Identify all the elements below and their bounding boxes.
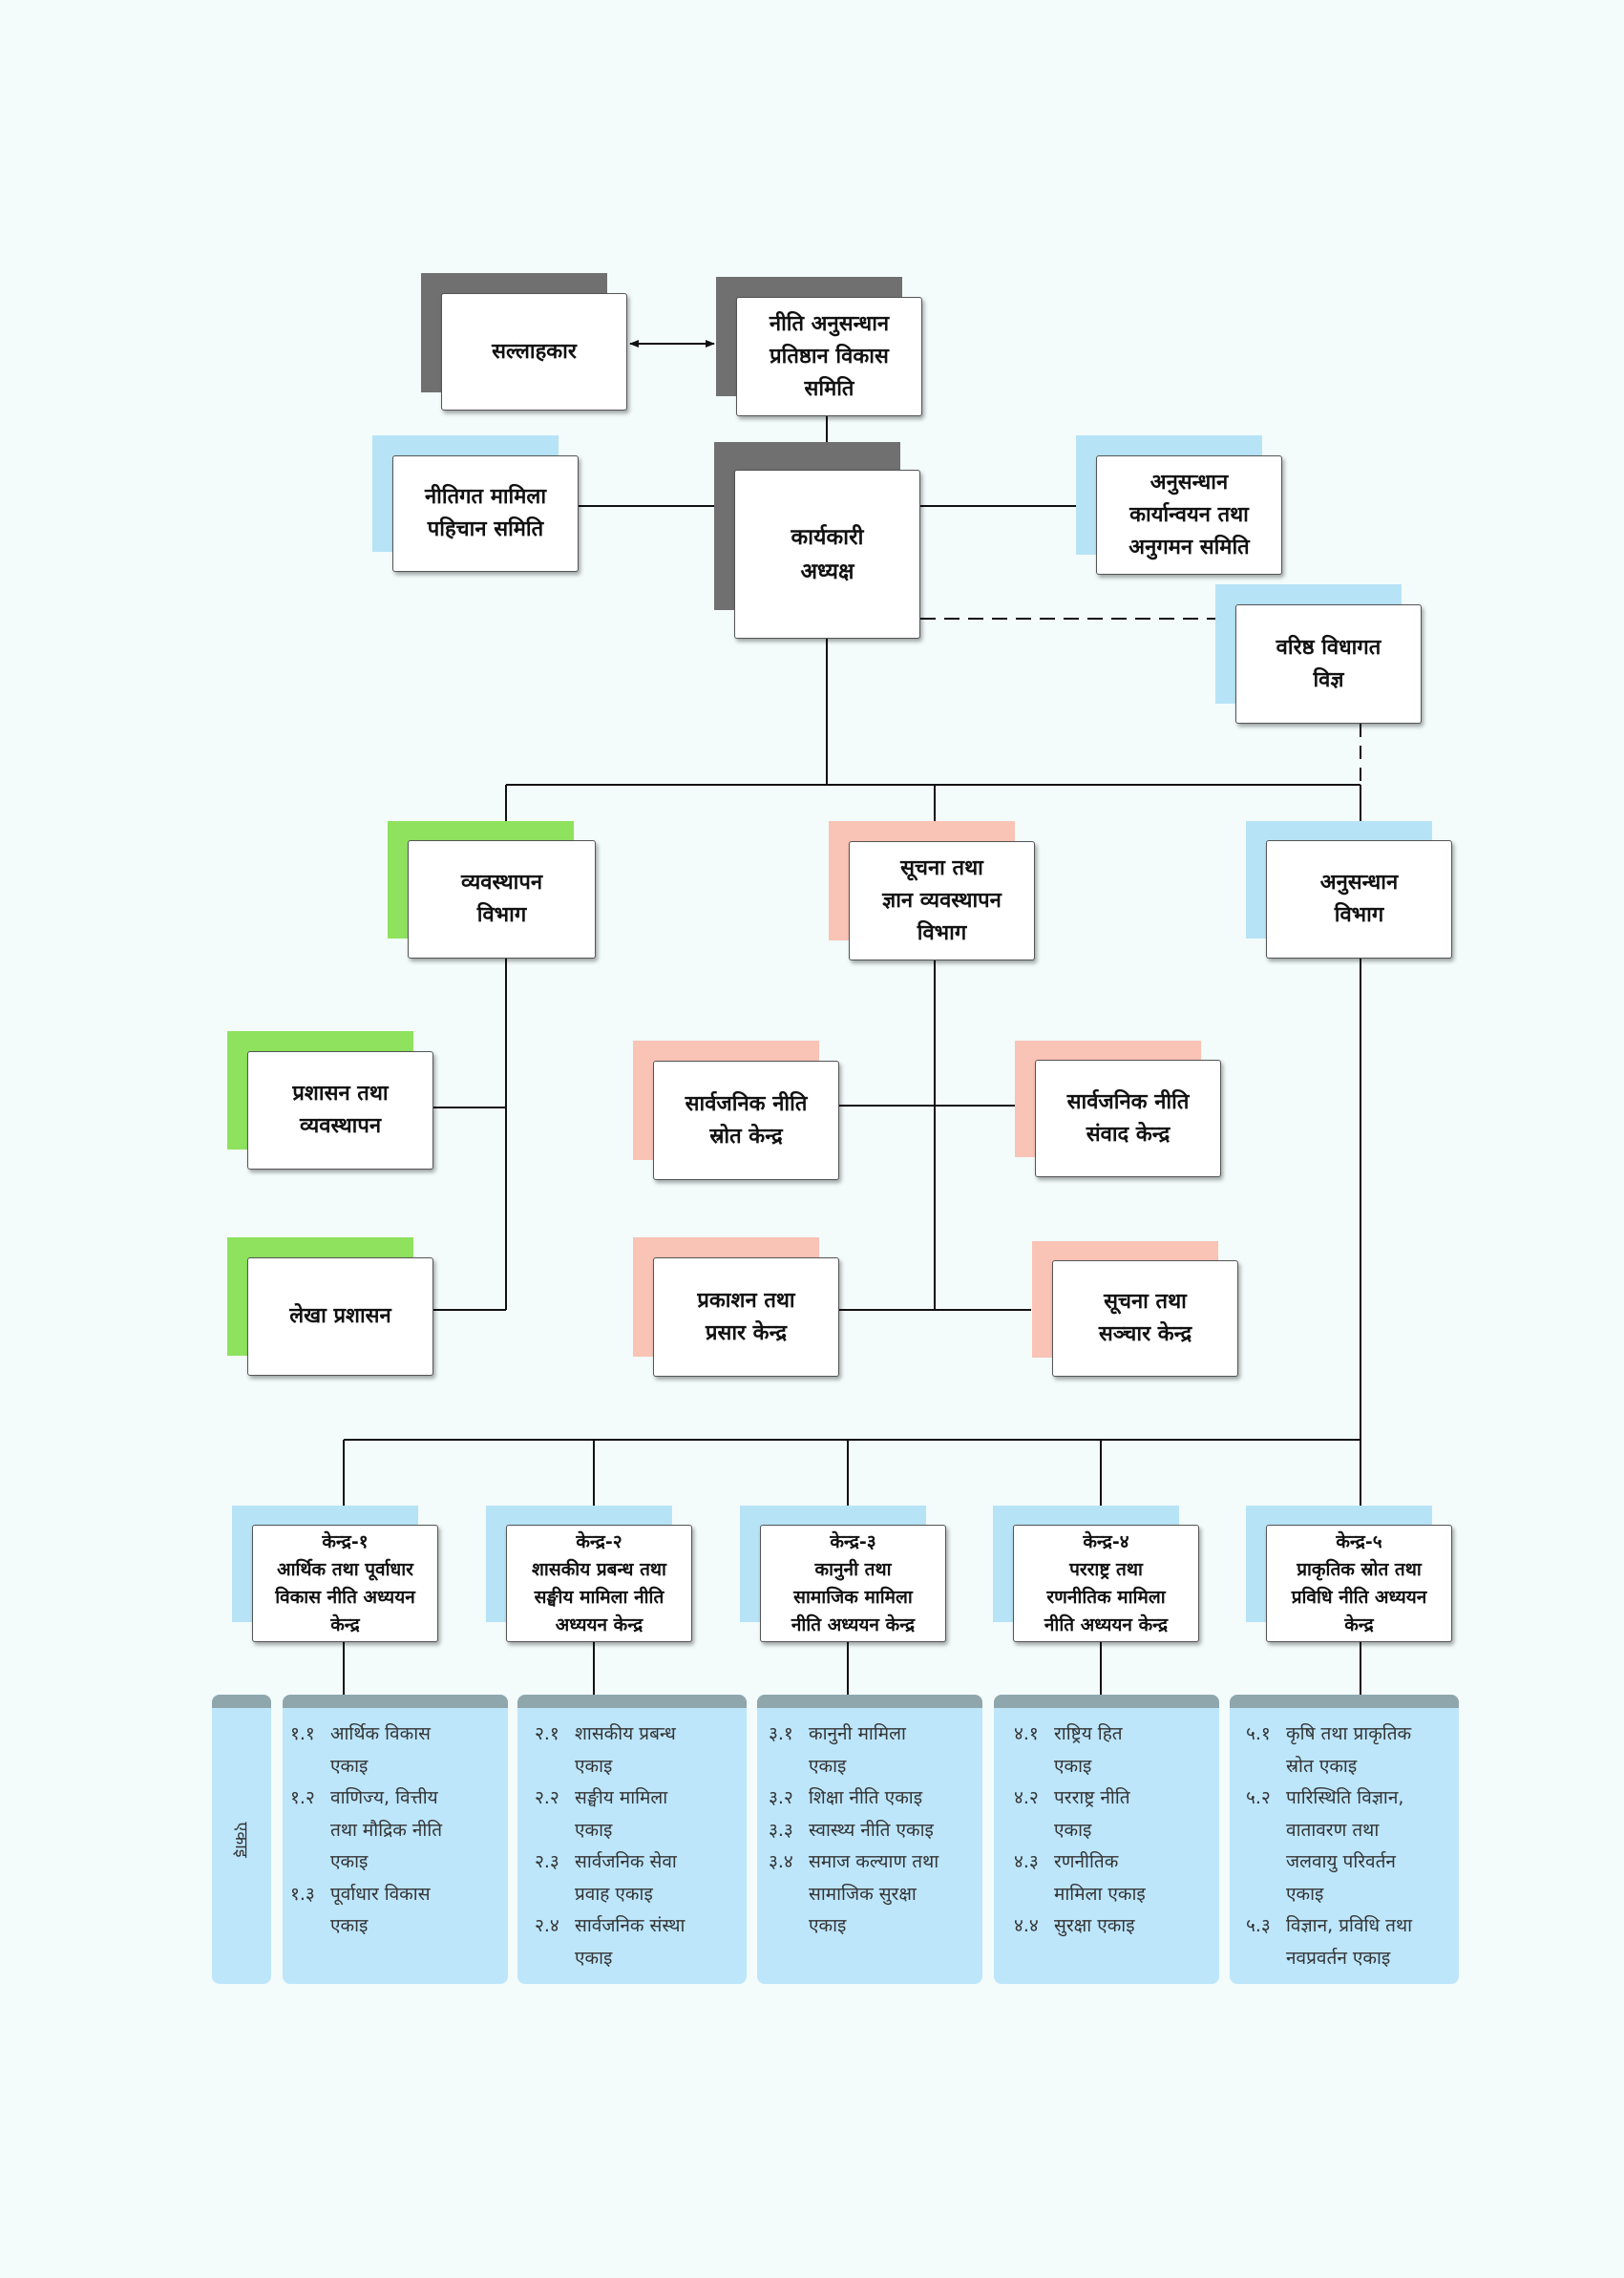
- unit-name: समाज कल्याण तथा सामाजिक सुरक्षा एकाइ: [809, 1851, 939, 1936]
- unit-number: ५.३: [1246, 1915, 1271, 1936]
- admin-box: प्रशासन तथा व्यवस्थापन: [247, 1051, 433, 1170]
- centre3-box: केन्द्र-३ कानुनी तथा सामाजिक मामिला नीति…: [760, 1525, 946, 1642]
- research-dept-box: अनुसन्धान विभाग: [1266, 840, 1452, 959]
- unit-name: विज्ञान, प्रविधि तथा नवप्रवर्तन एकाइ: [1286, 1915, 1413, 1969]
- publication-box: प्रकाशन तथा प्रसार केन्द्र: [653, 1257, 839, 1377]
- unit-number: ३.२: [769, 1787, 793, 1808]
- unit-name: कृषि तथा प्राकृतिक स्रोत एकाइ: [1286, 1723, 1412, 1777]
- info-comm-box: सूचना तथा सञ्चार केन्द्र: [1052, 1260, 1238, 1377]
- units-list-1: १.१ आर्थिक विकास एकाइ १.२ वाणिज्य, वित्तीय …: [290, 1719, 506, 1943]
- unit-number: ४.३: [1014, 1851, 1039, 1872]
- unit-name: सङ्घीय मामिला एकाइ: [575, 1787, 668, 1841]
- unit-name: रणनीतिक मामिला एकाइ: [1054, 1851, 1146, 1905]
- policy-source-box: सार्वजनिक नीति स्रोत केन्द्र: [653, 1061, 839, 1180]
- unit-name: आर्थिक विकास एकाइ: [330, 1723, 431, 1777]
- senior-expert-box: वरिष्ठ विधागत विज्ञ: [1235, 604, 1422, 724]
- unit-name: सार्वजनिक सेवा प्रवाह एकाइ: [575, 1851, 677, 1905]
- unit-name: स्वास्थ्य नीति एकाइ: [809, 1819, 934, 1841]
- unit-number: ५.२: [1246, 1787, 1271, 1808]
- research-monitoring-box: अनुसन्धान कार्यान्वयन तथा अनुगमन समिति: [1096, 455, 1282, 575]
- units-panel-1: [283, 1695, 508, 1984]
- unit-name: राष्ट्रिय हित एकाइ: [1054, 1723, 1123, 1777]
- unit-item: १.२ वाणिज्य, वित्तीय तथा मौद्रिक नीति एका…: [290, 1782, 506, 1879]
- advisor-box: सल्लाहकार: [441, 293, 627, 411]
- unit-item: ४.३ रणनीतिक मामिला एकाइ: [1014, 1846, 1216, 1910]
- unit-number: ५.१: [1246, 1723, 1271, 1744]
- board-box: नीति अनुसन्धान प्रतिष्ठान विकास समिति: [736, 297, 922, 416]
- unit-item: ४.२ परराष्ट्र नीति एकाइ: [1014, 1782, 1216, 1846]
- units-panel-3: [757, 1695, 982, 1984]
- executive-box: कार्यकारी अध्यक्ष: [734, 470, 920, 639]
- units-panel-4: [994, 1695, 1219, 1984]
- units-list-4: ४.१ राष्ट्रिय हित एकाइ ४.२ परराष्ट्र नीति ए…: [1014, 1719, 1216, 1943]
- unit-item: १.३ पूर्वाधार विकास एकाइ: [290, 1879, 506, 1943]
- unit-item: ३.१ कानुनी मामिला एकाइ: [769, 1719, 981, 1782]
- unit-number: १.३: [290, 1883, 315, 1905]
- unit-name: कानुनी मामिला एकाइ: [809, 1723, 906, 1777]
- unit-item: २.२ सङ्घीय मामिला एकाइ: [535, 1782, 745, 1846]
- unit-number: ३.१: [769, 1723, 793, 1744]
- policy-identification-box: नीतिगत मामिला पहिचान समिति: [392, 455, 579, 572]
- unit-number: २.३: [535, 1851, 559, 1872]
- unit-item: ३.२ शिक्षा नीति एकाइ: [769, 1782, 981, 1815]
- unit-name: सुरक्षा एकाइ: [1054, 1915, 1135, 1936]
- unit-number: ४.४: [1014, 1915, 1039, 1936]
- unit-item: ३.३ स्वास्थ्य नीति एकाइ: [769, 1815, 981, 1847]
- unit-number: १.१: [290, 1723, 315, 1744]
- units-panel-5: [1230, 1695, 1459, 1984]
- unit-number: २.४: [535, 1915, 559, 1936]
- unit-item: ३.४ समाज कल्याण तथा सामाजिक सुरक्षा एकाइ: [769, 1846, 981, 1943]
- accounts-box: लेखा प्रशासन: [247, 1257, 433, 1376]
- unit-number: ४.२: [1014, 1787, 1039, 1808]
- unit-number: ३.४: [769, 1851, 793, 1872]
- units-list-5: ५.१ कृषि तथा प्राकृतिक स्रोत एकाइ ५.२ पारिस…: [1246, 1719, 1457, 1974]
- unit-number: १.२: [290, 1787, 315, 1808]
- unit-item: २.३ सार्वजनिक सेवा प्रवाह एकाइ: [535, 1846, 745, 1910]
- unit-name: शिक्षा नीति एकाइ: [809, 1787, 923, 1808]
- unit-name: वाणिज्य, वित्तीय तथा मौद्रिक नीति एकाइ: [330, 1787, 443, 1872]
- unit-name: परराष्ट्र नीति एकाइ: [1054, 1787, 1130, 1841]
- units-panel-2: [517, 1695, 747, 1984]
- unit-item: ५.२ पारिस्थिति विज्ञान, वातावरण तथा जलवाय…: [1246, 1782, 1457, 1910]
- units-label-panel: [212, 1695, 271, 1984]
- centre1-box: केन्द्र-१ आर्थिक तथा पूर्वाधार विकास नीत…: [252, 1525, 438, 1642]
- unit-name: सार्वजनिक संस्था एकाइ: [575, 1915, 685, 1969]
- unit-name: पूर्वाधार विकास एकाइ: [330, 1883, 431, 1937]
- unit-number: ३.३: [769, 1819, 793, 1841]
- unit-item: १.१ आर्थिक विकास एकाइ: [290, 1719, 506, 1782]
- units-list-2: २.१ शासकीय प्रबन्ध एकाइ २.२ सङ्घीय मामिला ए…: [535, 1719, 745, 1974]
- units-label: एकाइ: [231, 1822, 251, 1858]
- policy-dialogue-box: सार्वजनिक नीति संवाद केन्द्र: [1035, 1060, 1221, 1177]
- centre5-box: केन्द्र-५ प्राकृतिक स्रोत तथा प्रविधि नी…: [1266, 1525, 1452, 1642]
- unit-name: शासकीय प्रबन्ध एकाइ: [575, 1723, 676, 1777]
- management-dept-box: व्यवस्थापन विभाग: [408, 840, 596, 959]
- unit-name: पारिस्थिति विज्ञान, वातावरण तथा जलवायु प…: [1286, 1787, 1404, 1905]
- unit-item: ४.१ राष्ट्रिय हित एकाइ: [1014, 1719, 1216, 1782]
- centre2-box: केन्द्र-२ शासकीय प्रबन्ध तथा सङ्घीय मामि…: [506, 1525, 692, 1642]
- unit-number: २.२: [535, 1787, 559, 1808]
- unit-item: २.४ सार्वजनिक संस्था एकाइ: [535, 1910, 745, 1974]
- knowledge-dept-box: सूचना तथा ज्ञान व्यवस्थापन विभाग: [849, 841, 1035, 960]
- unit-number: २.१: [535, 1723, 559, 1744]
- unit-item: ४.४ सुरक्षा एकाइ: [1014, 1910, 1216, 1943]
- unit-item: ५.१ कृषि तथा प्राकृतिक स्रोत एकाइ: [1246, 1719, 1457, 1782]
- centre4-box: केन्द्र-४ परराष्ट्र तथा रणनीतिक मामिला न…: [1013, 1525, 1199, 1642]
- unit-number: ४.१: [1014, 1723, 1039, 1744]
- units-list-3: ३.१ कानुनी मामिला एकाइ ३.२ शिक्षा नीति एकाइ…: [769, 1719, 981, 1943]
- unit-item: ५.३ विज्ञान, प्रविधि तथा नवप्रवर्तन एकाइ: [1246, 1910, 1457, 1974]
- unit-item: २.१ शासकीय प्रबन्ध एकाइ: [535, 1719, 745, 1782]
